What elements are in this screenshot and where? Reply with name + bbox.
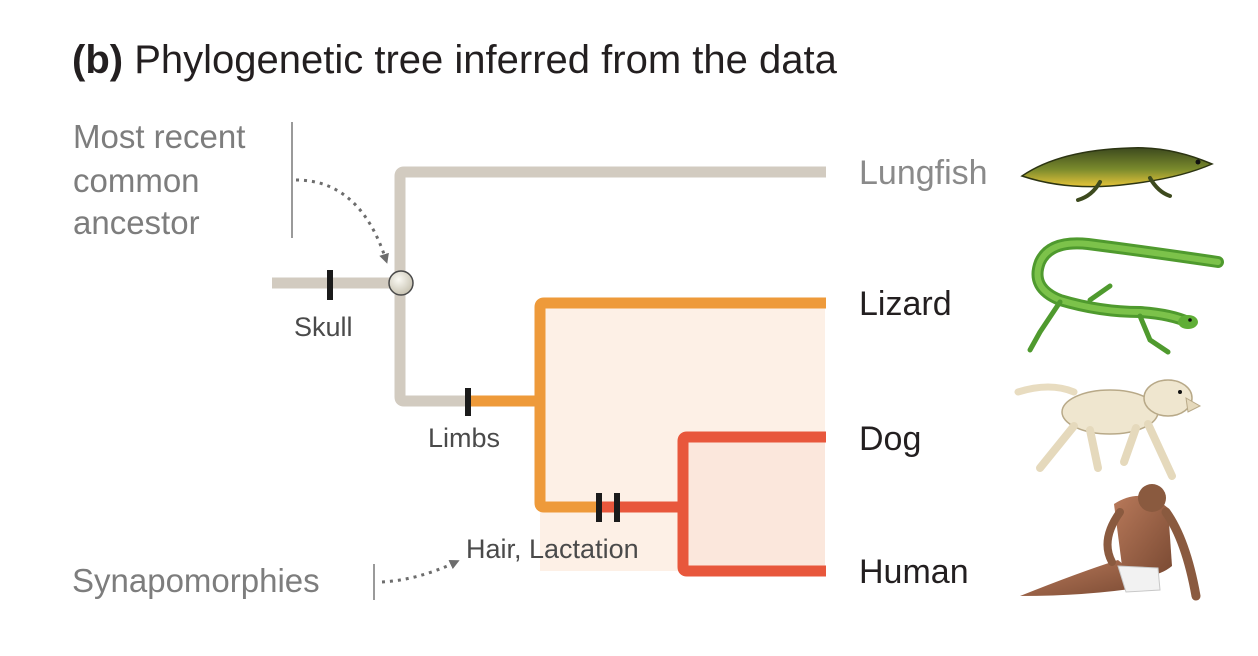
mammal-clade-shading — [683, 437, 825, 571]
lactation-marker — [614, 493, 620, 522]
skull-marker — [327, 270, 333, 300]
taxon-label-dog: Dog — [859, 420, 921, 458]
limbs-trait-label: Limbs — [428, 423, 500, 453]
taxon-label-lungfish: Lungfish — [859, 154, 988, 192]
human-illustration — [1020, 484, 1196, 596]
synapomorphies-dotted-arrow — [382, 562, 456, 582]
hair-lactation-trait-label: Hair, Lactation — [466, 534, 639, 564]
figure-panel-label: (b) — [72, 38, 123, 82]
mrca-dotted-arrow — [296, 180, 386, 260]
tetrapod-stem-gray — [400, 283, 470, 401]
mrca-label-line-2: common — [73, 162, 200, 199]
mrca-label-line-3: ancestor — [73, 204, 200, 241]
hair-marker — [596, 493, 602, 522]
mrca-label-line-1: Most recent — [73, 118, 245, 155]
dog-illustration — [1018, 380, 1200, 476]
limbs-marker — [465, 388, 471, 416]
lungfish-branch — [400, 172, 826, 283]
figure-title: (b) Phylogenetic tree inferred from the … — [72, 38, 838, 82]
lizard-illustration — [1030, 243, 1218, 352]
skull-trait-label: Skull — [294, 312, 353, 342]
mrca-annotation: Most recent common ancestor — [73, 118, 386, 260]
ancestor-node — [389, 271, 413, 295]
synapomorphies-annotation: Synapomorphies — [72, 562, 456, 600]
taxon-label-lizard: Lizard — [859, 285, 952, 323]
lungfish-illustration — [1022, 148, 1212, 200]
figure-title-text: Phylogenetic tree inferred from the data — [134, 38, 837, 82]
synapomorphies-label: Synapomorphies — [72, 562, 320, 599]
taxon-label-human: Human — [859, 553, 969, 591]
